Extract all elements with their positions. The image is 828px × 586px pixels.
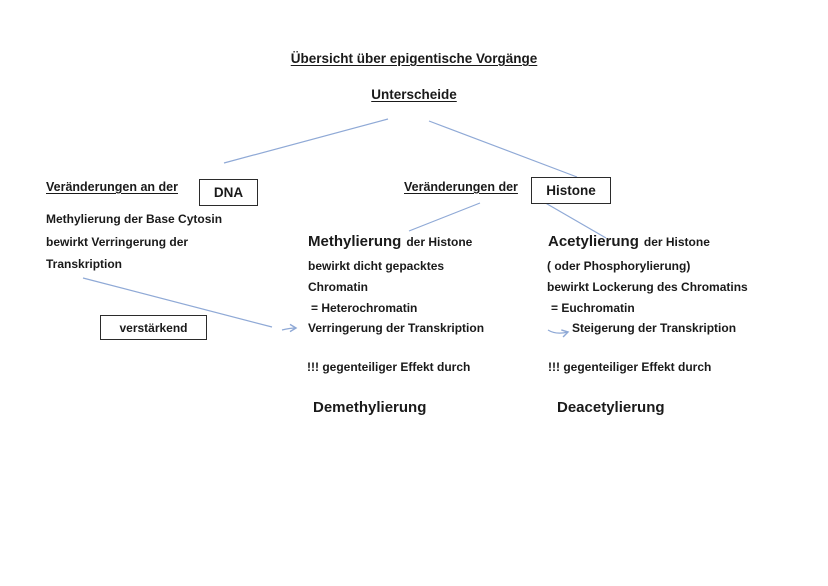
dna-box: DNA [199,179,258,206]
acetylierung-heading-main: Acetylierung [548,233,639,250]
connector-root-to-dna-branch [223,118,389,164]
histone-box-label: Histone [546,183,596,198]
methylierung-heading-main: Methylierung [308,233,402,250]
dna-line-2: bewirkt Verringerung der [46,235,189,249]
acetylierung-effect-term: Deacetylierung [557,399,665,416]
dna-branch-heading: Veränderungen an der [46,180,178,194]
page-title: Übersicht über epigentische Vorgänge [290,51,538,66]
methylierung-line-1: bewirkt dicht gepacktes [308,259,445,273]
acetylierung-heading: Acetylierung der Histone [548,233,710,250]
acetylierung-line-1: ( oder Phosphorylierung) [547,259,691,273]
methylierung-line-2: Chromatin [308,280,368,294]
connector-root-to-histone-branch [428,120,578,178]
histone-branch-heading: Veränderungen der [404,180,518,194]
arrow-steigerung-icon [547,329,570,338]
methylierung-heading: Methylierung der Histone [308,233,472,250]
acetylierung-effect-note: !!! gegenteiliger Effekt durch [548,360,712,374]
arrow-verringerung-icon [281,323,298,333]
methylierung-line-4: Verringerung der Transkription [308,321,485,335]
methylierung-effect-note: !!! gegenteiliger Effekt durch [307,360,471,374]
page-subtitle: Unterscheide [371,87,457,102]
verstaerkend-box: verstärkend [100,315,207,340]
connector-histone-to-methylierung [408,202,481,232]
acetylierung-line-3: = Euchromatin [551,301,635,315]
verstaerkend-label: verstärkend [119,320,188,335]
histone-box: Histone [531,177,611,204]
methylierung-heading-suffix: der Histone [406,235,473,249]
dna-box-label: DNA [213,185,244,200]
methylierung-line-3: = Heterochromatin [311,301,418,315]
acetylierung-heading-suffix: der Histone [643,235,710,249]
acetylierung-line-4: Steigerung der Transkription [572,321,737,335]
dna-line-1: Methylierung der Base Cytosin [46,212,223,226]
acetylierung-line-2: bewirkt Lockerung des Chromatins [547,280,748,294]
methylierung-effect-term: Demethylierung [313,399,427,416]
dna-line-3: Transkription [46,257,123,271]
